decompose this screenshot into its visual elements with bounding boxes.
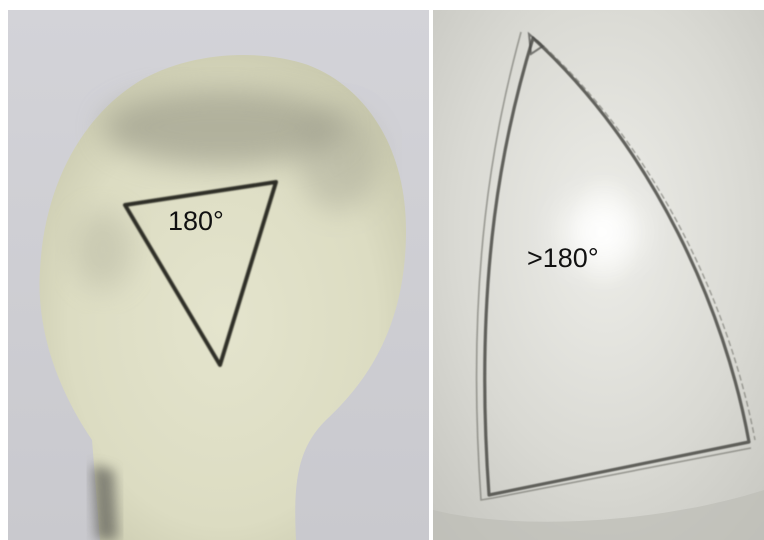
balloon-neck-shadow xyxy=(92,465,118,540)
inflated-balloon-photo xyxy=(433,10,764,540)
balloon-shadow-right xyxy=(298,110,378,210)
balloon-shadow-left xyxy=(73,210,133,290)
photo-panel-deflated-balloon: 180° xyxy=(8,10,429,540)
angle-sum-label-greater-than-180: >180° xyxy=(527,245,599,272)
angle-sum-label-180: 180° xyxy=(168,208,224,235)
balloon-surface xyxy=(433,10,764,540)
deflated-balloon-photo xyxy=(8,10,429,540)
photo-panel-inflated-balloon: >180° xyxy=(433,10,764,540)
